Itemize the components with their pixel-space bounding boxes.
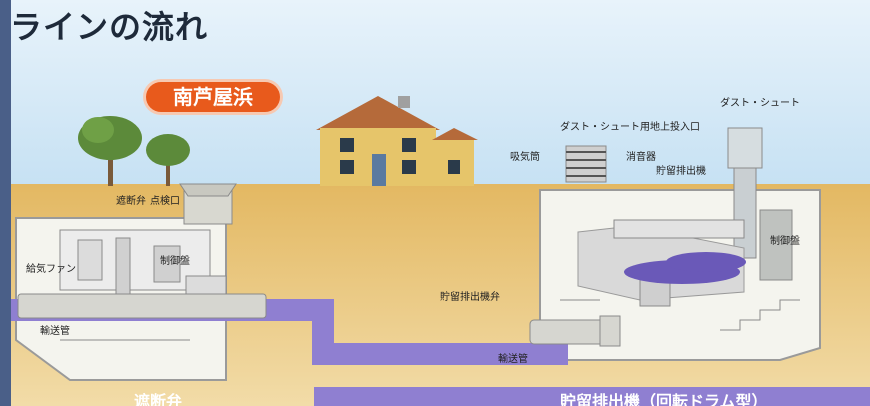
house [316,96,478,186]
label-transport-pipe-right: 輸送管 [498,354,528,365]
label-dust-chute: ダスト・シュート [720,98,800,109]
label-deodorizer: 消音器 [626,152,656,163]
label-transport-pipe-left: 輸送管 [40,326,70,337]
location-badge: 南芦屋浜 [146,82,280,112]
label-dust-chute-inlet: ダスト・シュート用地上投入口 [560,122,700,133]
label-storage-discharger: 貯留排出機 [656,166,706,177]
label-inspection-port: 点検口 [150,196,180,207]
label-control-panel-right: 制御盤 [770,236,800,247]
page-title: ラインの流れ [10,8,209,46]
caption-shutoff-valve: 遮断弁 [134,392,183,406]
grey-pipes [17,293,621,347]
label-control-panel-left: 制御盤 [160,256,190,267]
stored-waste [624,252,746,284]
left-accent-bar [0,0,11,406]
caption-storage-discharger: 貯留排出機（回転ドラム型） [560,392,768,406]
label-shutoff-valve: 遮断弁 [116,196,146,207]
label-storage-valve: 貯留排出機弁 [440,292,500,303]
trees [78,116,190,186]
label-intake-fan: 給気ファン [26,264,76,275]
label-exhaust-fan-room: 吸気筒 [510,152,540,163]
